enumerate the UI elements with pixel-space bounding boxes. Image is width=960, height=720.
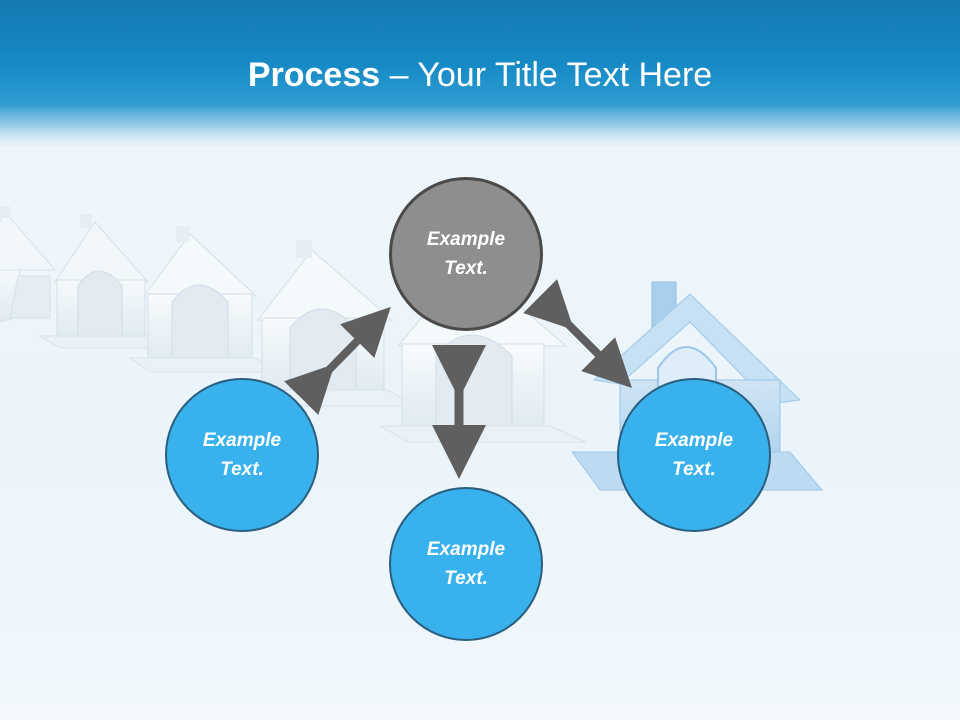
node-right-line1: Example [654, 430, 734, 451]
title-rest-text: – Your Title Text Here [380, 56, 713, 94]
node-top-line1: Example [426, 229, 506, 250]
node-top: Example Text. [389, 177, 543, 331]
node-bottom-line2: Text. [444, 568, 488, 589]
house-2 [38, 214, 172, 349]
arrow-top-left [284, 306, 391, 415]
node-left-line2: Text. [220, 459, 264, 480]
node-left: Example Text. [165, 378, 319, 532]
node-right: Example Text. [617, 378, 771, 532]
node-left-line1: Example [202, 430, 282, 451]
node-right-line2: Text. [672, 459, 716, 480]
title-bar [0, 0, 960, 148]
slide-title: Process – Your Title Text Here [0, 54, 960, 96]
node-bottom-line1: Example [426, 539, 506, 560]
house-1 [0, 206, 57, 323]
arrow-top-right [523, 279, 632, 388]
house-3 [128, 226, 280, 373]
title-bold-text: Process [247, 56, 381, 94]
node-top-line2: Text. [444, 258, 488, 279]
node-bottom: Example Text. [389, 487, 543, 641]
